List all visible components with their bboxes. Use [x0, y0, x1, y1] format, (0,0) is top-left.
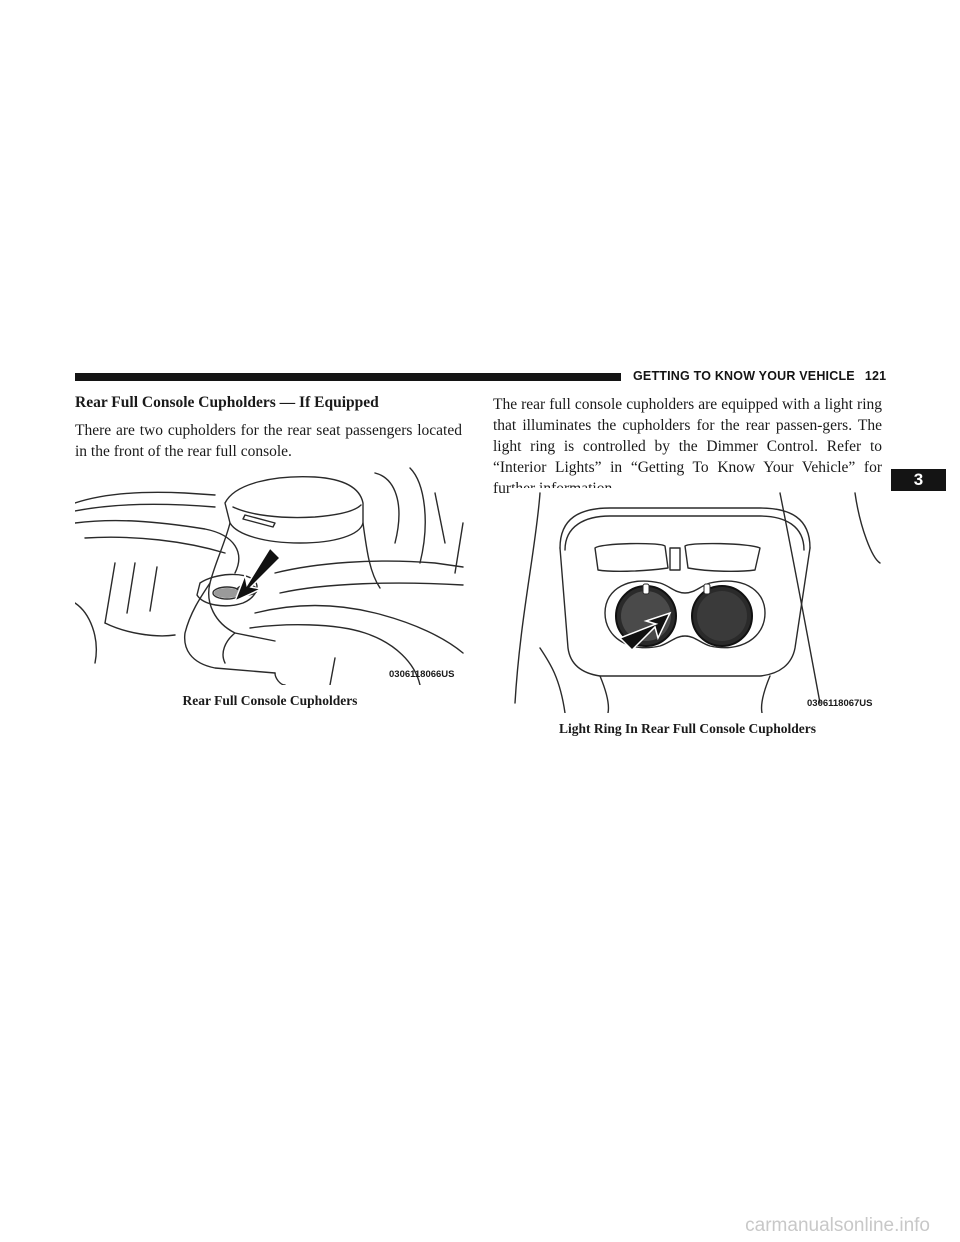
body-paragraph-right: The rear full console cupholders are equ… — [493, 396, 882, 497]
figure-code: 0306118067US — [807, 698, 873, 709]
watermark: carmanualsonline.info — [745, 1215, 930, 1236]
section-heading: Rear Full Console Cupholders — If Equipp… — [75, 394, 379, 411]
figure-caption-left: Rear Full Console Cupholders — [182, 693, 358, 708]
chapter-tab: 3 — [891, 469, 946, 491]
page-number: 121 — [864, 369, 887, 383]
figure-light-ring: 0306118067US — [510, 488, 885, 713]
header-rule — [75, 373, 621, 381]
arrow-icon — [233, 546, 282, 603]
console-illustration — [75, 467, 464, 685]
figure-caption-right: Light Ring In Rear Full Console Cupholde… — [558, 721, 817, 736]
body-paragraph-left: There are two cupholders for the rear se… — [75, 422, 462, 460]
light-ring-illustration — [514, 492, 881, 713]
running-header: GETTING TO KNOW YOUR VEHICLE 121 — [633, 366, 886, 386]
section-title: GETTING TO KNOW YOUR VEHICLE — [633, 369, 855, 383]
figure-rear-console-cupholders: 0306118066US — [75, 463, 465, 685]
figure-code: 0306118066US — [389, 669, 455, 680]
arrow-icon — [618, 611, 672, 652]
